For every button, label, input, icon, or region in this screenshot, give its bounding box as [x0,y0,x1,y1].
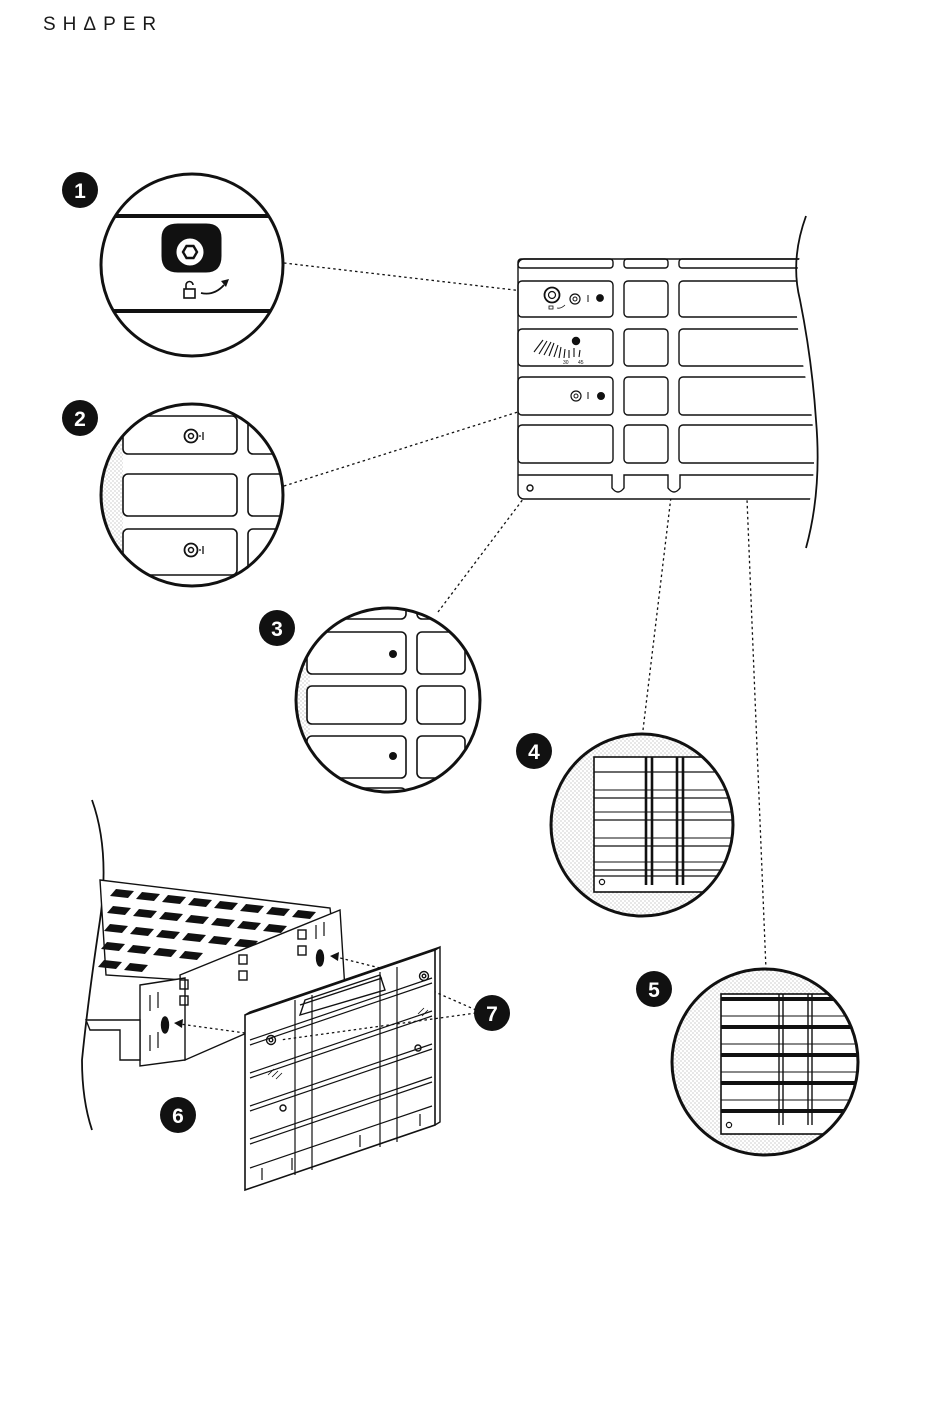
svg-text:7: 7 [486,1003,498,1026]
svg-text:6: 6 [172,1105,184,1128]
callout-badge-1: 1 [62,172,98,208]
scale-tick-45: 45 [578,360,584,366]
assembly-illustration [82,800,440,1190]
callout-badge-3: 3 [259,610,295,646]
leader-5 [744,425,766,970]
callout-badge-7: 7 [474,995,510,1031]
scale-tick-30: 30 [563,360,569,366]
detail-circle-1 [95,174,290,356]
svg-text:1: 1 [74,180,86,203]
leader-1 [284,263,540,293]
svg-text:2: 2 [74,408,86,431]
detail-circle-3 [290,600,480,802]
detail-circle-5 [672,969,861,1155]
callout-badge-2: 2 [62,400,98,436]
svg-text:4: 4 [528,741,540,764]
callout-badge-6: 6 [160,1097,196,1133]
svg-text:3: 3 [271,618,283,641]
main-plate [518,216,820,548]
svg-text:5: 5 [648,979,660,1002]
callout-badge-4: 4 [516,733,552,769]
detail-circle-4 [551,734,744,916]
detail-circle-2 [95,400,298,600]
callout-badge-5: 5 [636,971,672,1007]
